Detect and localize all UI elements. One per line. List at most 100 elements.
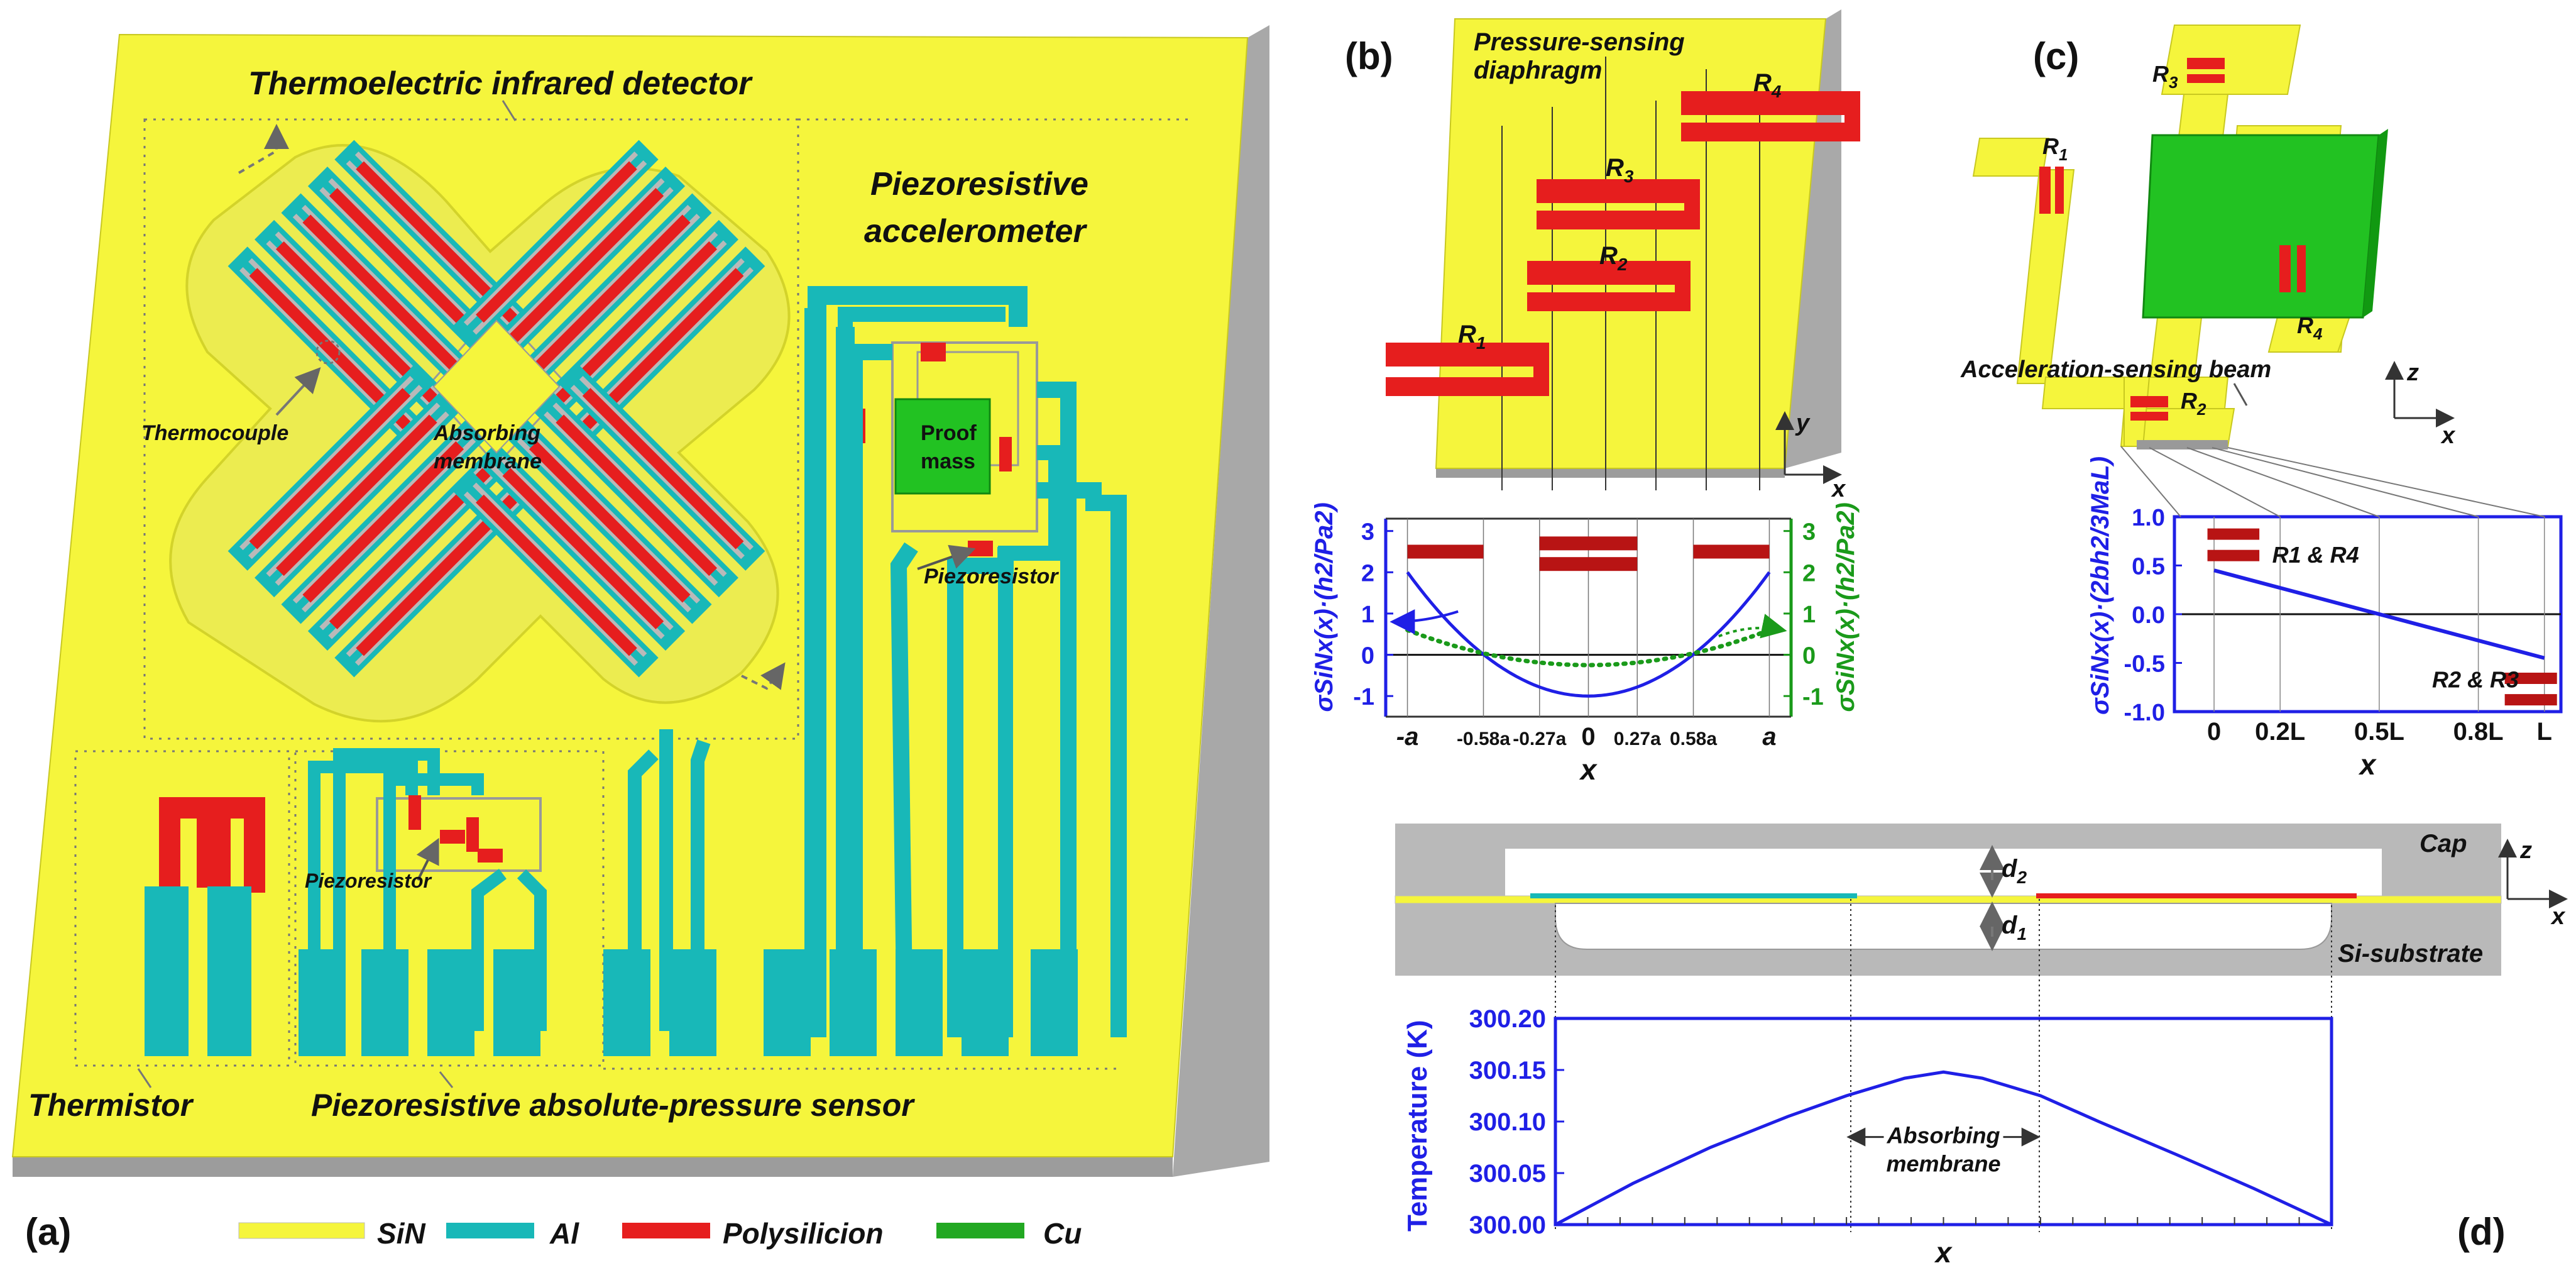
d2-label: d2 [2002, 855, 2027, 887]
chart-b-y-tick-left: 1 [1361, 602, 1374, 628]
cap-label: Cap [2420, 830, 2467, 857]
chart-b-y-tick-right: 0 [1802, 643, 1816, 670]
chart-d-series-line [1554, 1070, 2333, 1227]
c-r2-label: R2 [2181, 388, 2206, 419]
thermistor-label: Thermistor [28, 1088, 194, 1123]
legend-label-poly: Polysilicion [723, 1217, 884, 1250]
pressure-sensor-label: Piezoresistive absolute-pressure sensor [311, 1088, 915, 1123]
chart-c-x-tick: L [2536, 718, 2551, 746]
panel-a-tag: (a) [25, 1211, 71, 1253]
legend-swatch-poly [622, 1223, 710, 1238]
legend-label-cu: Cu [1043, 1217, 1082, 1250]
chart-c-leader [2186, 447, 2380, 517]
thermistor-region [74, 750, 290, 1067]
dashed-arrow-top [238, 124, 289, 174]
pressure-leader [439, 1071, 454, 1088]
chart-d-y-tick: 300.00 [1469, 1211, 1546, 1239]
r3-label: R3 [1606, 154, 1634, 186]
chart-c-r14-bar-b [2207, 549, 2260, 561]
chart-b-y-tick-left: 2 [1361, 560, 1374, 587]
proof-mass [894, 398, 991, 495]
diaphragm-guides [1501, 57, 1760, 490]
chart-d-y-label: Temperature (K) [1402, 1020, 1433, 1232]
piezoresistor-ps-label: Piezoresistor [305, 869, 432, 892]
chart-d: 300.00300.05300.10300.15300.20Absorbingm… [1402, 1005, 2333, 1268]
chart-b-x-tick: -a [1396, 723, 1419, 751]
chart-c-y-label: σSiNx(x)·(2bh2/3MaL) [2086, 456, 2114, 715]
beam-label: Acceleration-sensing beam [1960, 356, 2271, 383]
cap-cavity [1505, 849, 2382, 896]
chart-c-x-tick: 0.2L [2255, 718, 2305, 746]
chart-d-x-label: x [1934, 1236, 1953, 1268]
chart-b-y-tick-left: -1 [1353, 684, 1374, 710]
chart-c-r23-bar-b [2504, 694, 2557, 706]
proof-mass-3d-top [2142, 134, 2380, 319]
chart-c-r14-bar-a [2207, 528, 2260, 540]
poly-strip [2036, 893, 2357, 898]
chip-bottom-face [13, 1157, 1173, 1177]
chart-b-x-tick: 0.58a [1670, 729, 1717, 749]
r1-label: R1 [1458, 321, 1486, 353]
legend-label-sin: SiN [377, 1217, 425, 1250]
legend-swatch-sin [238, 1222, 365, 1239]
chart-c-leader [2227, 447, 2545, 517]
d-axis-x-label: x [2550, 903, 2566, 930]
chart-c-y-tick: -1.0 [2124, 700, 2165, 726]
c-axis-z-label: z [2406, 360, 2419, 386]
panel-d: Cap Si-substrate d2 d1 z x 300.00300.053… [1395, 824, 2568, 1268]
axis-y-label: y [1795, 410, 1811, 436]
resistor-r1 [1386, 343, 1549, 396]
chart-c-x-tick: 0.8L [2453, 718, 2504, 746]
chart-c-x-label: x [2358, 748, 2377, 781]
legend-swatch-cu [936, 1223, 1024, 1238]
beam-walls [2137, 440, 2228, 449]
legend-item-poly: Polysilicion [622, 1217, 884, 1250]
al-strip [1530, 893, 1857, 898]
diaphragm-label-2: diaphragm [1474, 57, 1602, 84]
panel-c: (c) R3 R1 R4 R2 Acceleration-sensing bea [1960, 25, 2563, 781]
legend: SiN Al Polysilicion Cu [238, 1217, 1082, 1250]
chart-c-series-line [2213, 568, 2545, 660]
ir-detector-title: Thermoelectric infrared detector [248, 65, 753, 102]
chart-c-leader [2212, 447, 2479, 517]
chart-c-y-tick: 0.0 [2132, 602, 2165, 629]
c-resistors [2039, 58, 2306, 421]
chart-c-y-tick: 0.5 [2132, 554, 2165, 580]
chart-b-x-tick: a [1762, 723, 1776, 751]
chart-c-y-tick: -0.5 [2124, 651, 2165, 678]
chart-d-annot-bg [1883, 1118, 2003, 1181]
panel-b: (b) P [1310, 9, 1860, 786]
panel-c-tag: (c) [2033, 35, 2079, 77]
legend-label-al: Al [549, 1217, 579, 1250]
r2-label: R2 [1599, 242, 1628, 274]
ir-title-leader [501, 100, 517, 121]
chart-b-resistor-bar [1539, 536, 1638, 551]
pressure-sensor [308, 729, 711, 1031]
dashed-arrow-bottom [741, 662, 786, 690]
substrate-label: Si-substrate [2338, 940, 2483, 968]
chart-b-blue-arrow [1389, 609, 1459, 635]
chart-b-y-tick-left: 0 [1361, 643, 1374, 670]
chart-c-x-tick: 0.5L [2354, 718, 2404, 746]
piezoresistor-acc-label: Piezoresistor [924, 565, 1059, 588]
thermistor-leader [137, 1068, 152, 1088]
chart-b-series-dotted [1405, 627, 1772, 668]
chart-b-y-label-left: σSiNx(x)·(h2/Pa2) [1310, 502, 1338, 712]
chart-c-r23-bar-a [2504, 673, 2557, 684]
diaphragm-bottom [1436, 468, 1785, 478]
d-axis-z-label: z [2519, 837, 2532, 864]
chart-b-y-tick-left: 3 [1361, 519, 1374, 546]
chart-b-x-tick: 0.27a [1614, 729, 1661, 749]
absorbing-membrane-top [432, 319, 561, 454]
thermocouple-marker [315, 339, 341, 365]
chart-d-y-tick: 300.15 [1469, 1057, 1546, 1084]
r4-label: R4 [1753, 69, 1782, 101]
legend-item-cu: Cu [936, 1217, 1082, 1250]
beam-leader [2233, 383, 2248, 406]
chart-c-x-tick: 0 [2207, 718, 2221, 746]
chart-c-y-tick: 1.0 [2132, 505, 2165, 531]
ir-region [143, 118, 799, 740]
chart-b-y-tick-right: -1 [1802, 684, 1824, 710]
